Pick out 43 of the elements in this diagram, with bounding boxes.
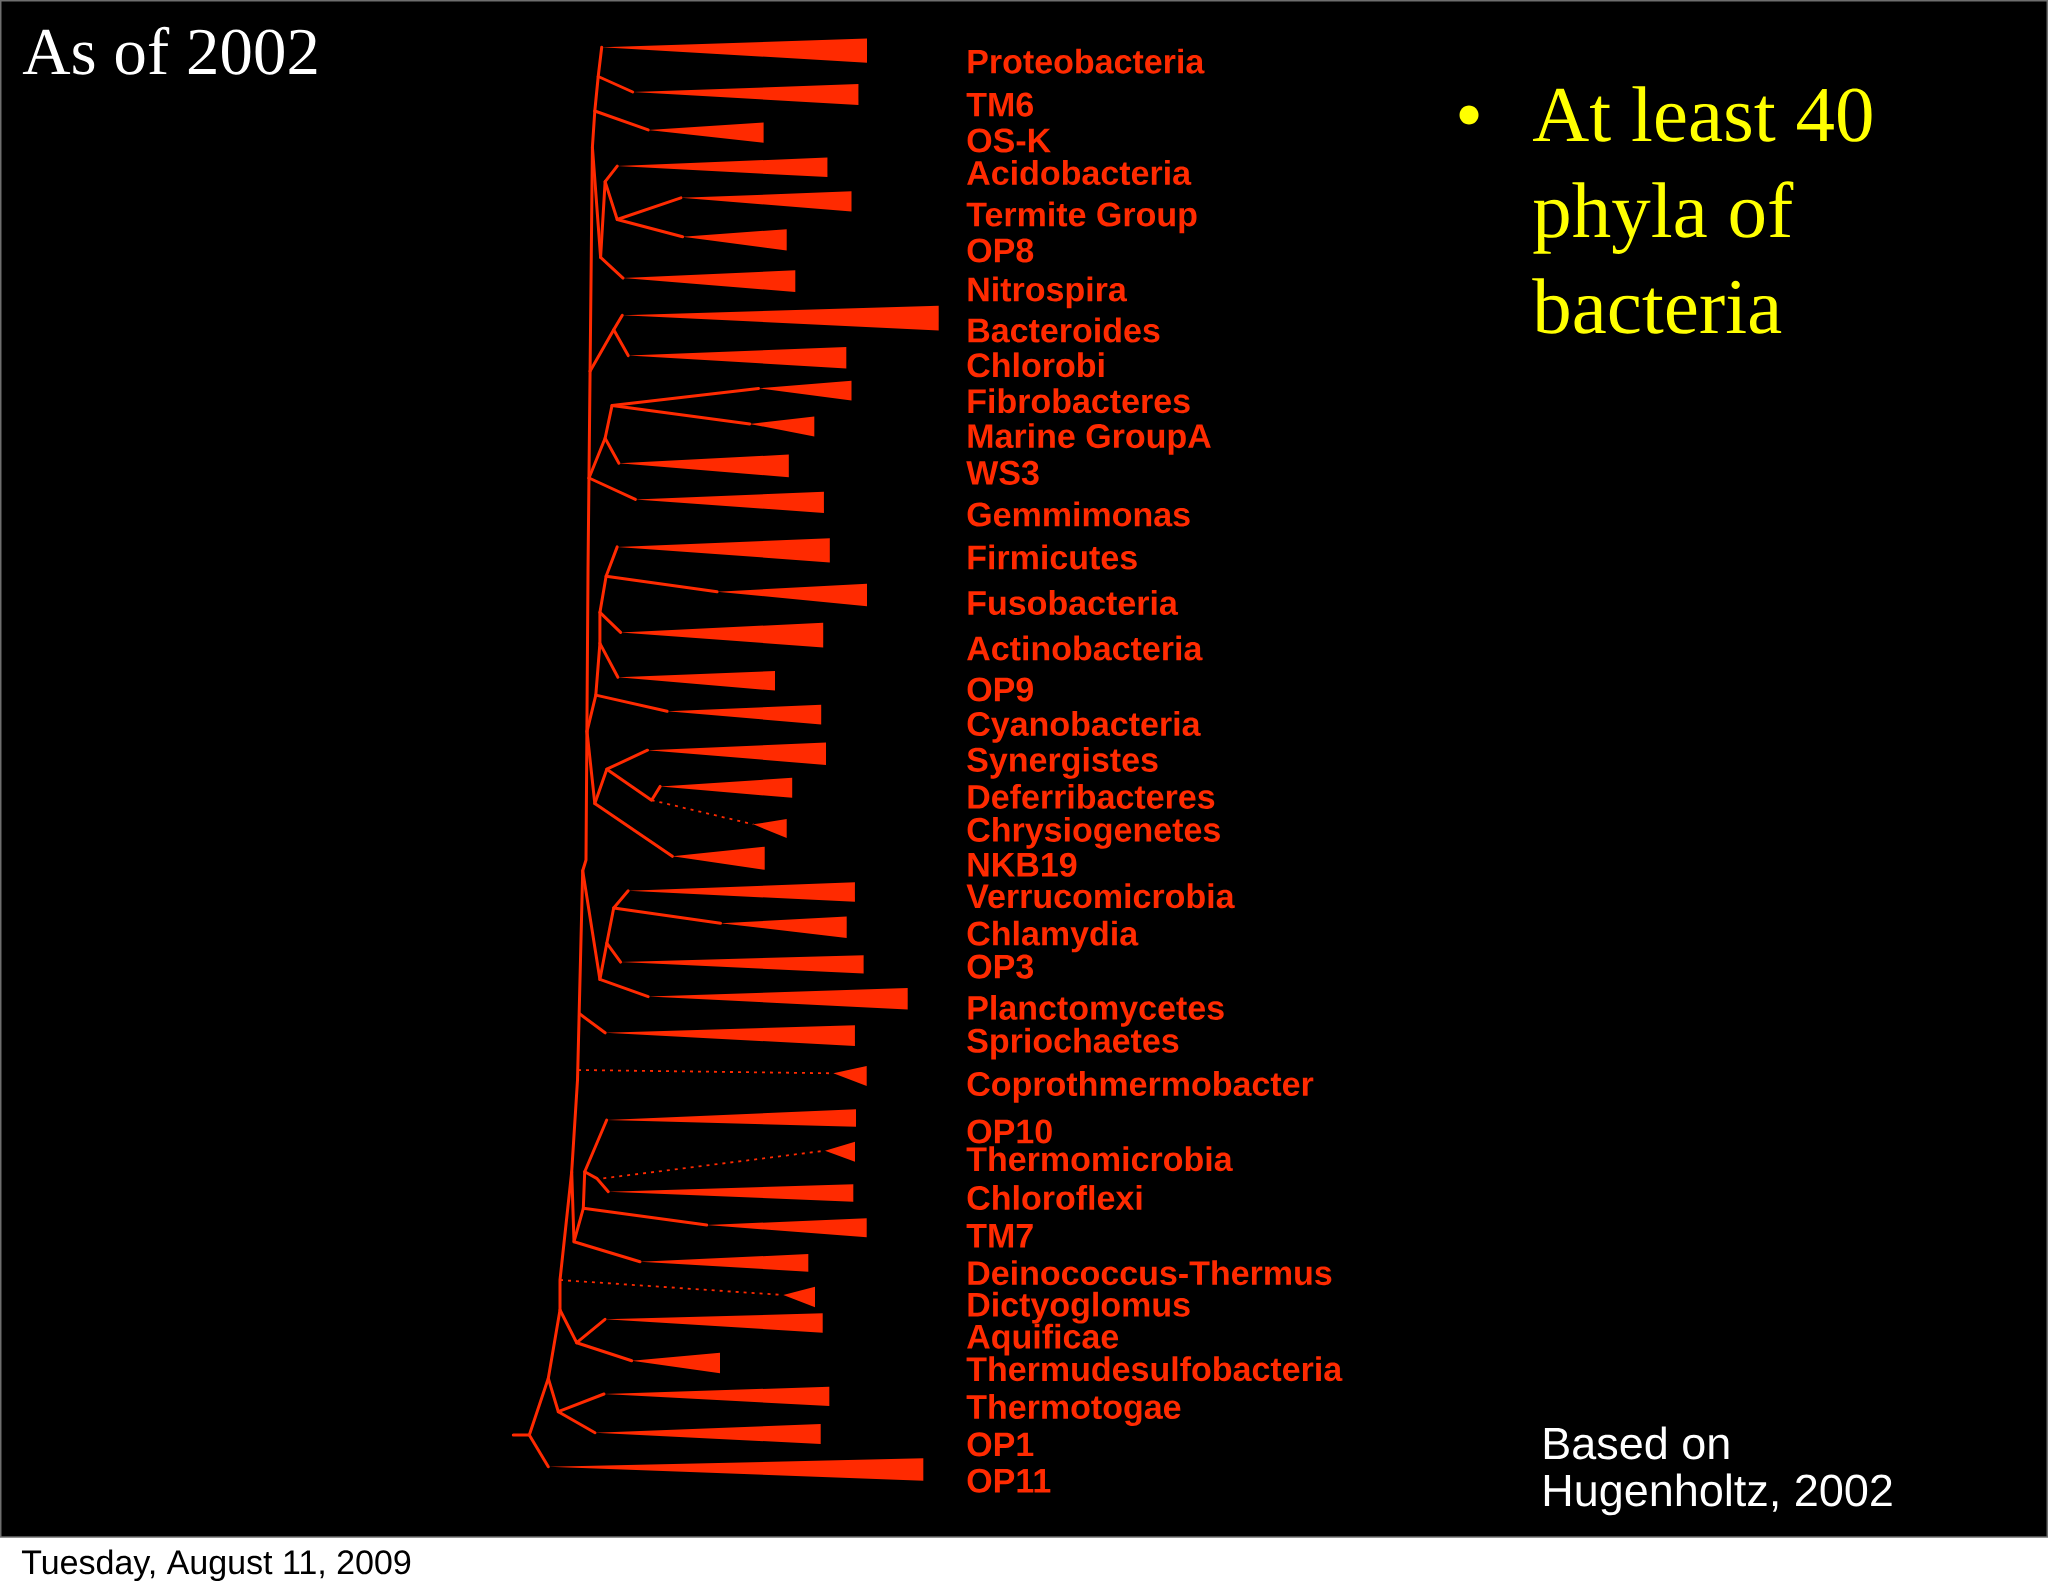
taxon-label: Planctomycetes [968,994,1224,1027]
taxon-label: Actinobacteria [967,635,1203,661]
taxon-label: Thermotogae [966,1394,1181,1426]
date-text: Tuesday, August 11, 2009 [21,1549,411,1582]
taxon-label: Firmicutes [968,544,1137,570]
taxon-label: Fibrobacteres [968,388,1190,414]
taxon-label: OP11 [967,1468,1051,1493]
taxon-label: Acidobacteria [967,160,1192,186]
taxon-label: Bacteroides [968,317,1160,343]
taxon-label: Termite Group [966,201,1197,234]
taxon-label: Chrysiogenetes [967,816,1220,849]
taxon-label: Synergistes [967,746,1158,779]
taxon-label: WS3 [966,460,1039,485]
taxon-label: OP8 [967,238,1034,263]
taxon-label: Aquificae [967,1323,1119,1356]
taxon-label: OP9 [967,677,1033,702]
taxon-label: NKB19 [968,852,1077,877]
taxon-label: Chlorobi [967,352,1104,378]
taxon-label: Deinococcus-Thermus [968,1260,1332,1286]
taxon-label: Spriochaetes [967,1027,1179,1060]
taxon-label: Chloroflexi [967,1185,1142,1211]
taxon-label: OP1 [967,1432,1034,1457]
taxon-label: OP3 [967,954,1033,979]
taxon-label: Dictyoglomus [968,1291,1190,1324]
slide-title: As of 2002 [22,26,317,75]
taxon-label: Proteobacteria [968,48,1205,74]
taxon-label: Verrucomicrobia [966,883,1235,909]
taxon-label: TM6 [966,92,1033,117]
taxon-label: Coprothmermobacter [967,1071,1314,1103]
taxon-label: Deferribacteres [968,783,1215,809]
taxon-label: Chlamydia [967,920,1139,953]
source-note: Based on Hugenholtz, 2002 [1544,1426,1892,1516]
taxon-label: Thermudesulfobacteria [966,1356,1343,1382]
taxon-label: OS-K [967,128,1051,153]
taxon-label: OP10 [967,1119,1052,1144]
taxon-label: Marine GroupA [968,423,1211,455]
taxon-label: Thermomicrobia [966,1146,1233,1172]
taxon-label: TM7 [966,1224,1033,1248]
bullet-text: At least 40 phyla of bacteria [1532,86,1872,334]
taxon-label: Cyanobacteria [967,711,1201,743]
taxon-label: Fusobacteria [968,590,1179,616]
taxon-label: Gemmimonas [967,501,1190,527]
taxon-label: Nitrospira [968,276,1127,309]
